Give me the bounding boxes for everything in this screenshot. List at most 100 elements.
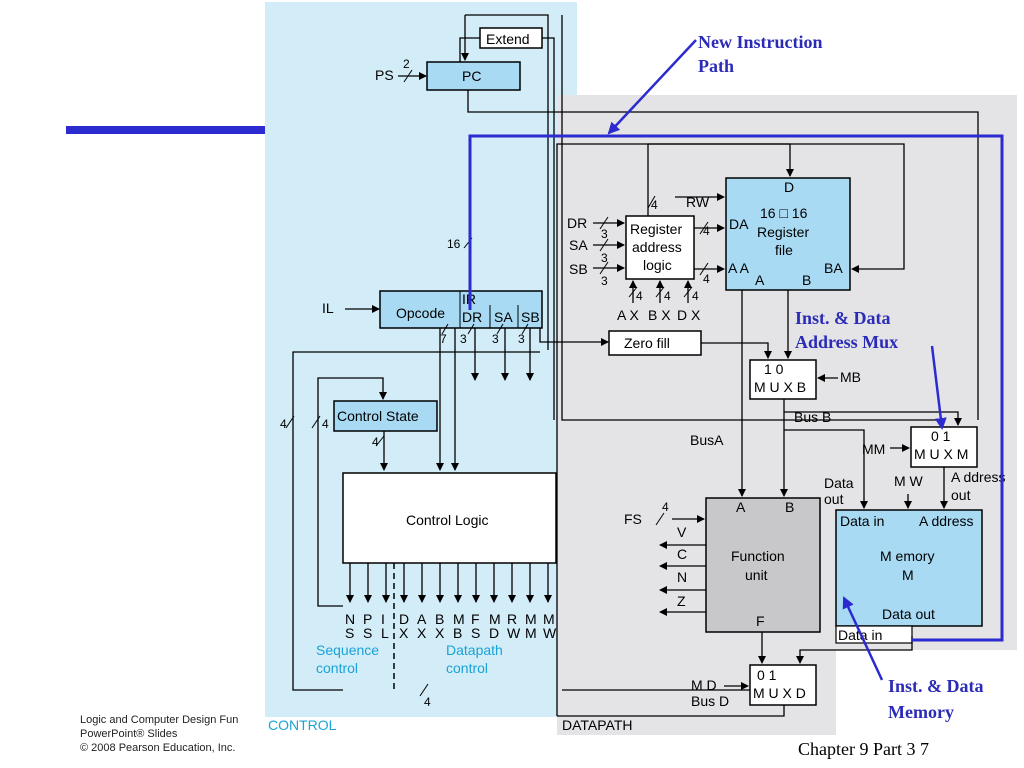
ir-register [379,290,543,329]
control-signal-top-label: A [417,611,427,627]
control-signal-bottom-label: S [363,625,372,641]
rf-line2: file [775,242,793,258]
control-signal-top-label: P [363,611,372,627]
control-signal-bottom-label: S [345,625,354,641]
mw-label: M W [894,473,924,489]
ral-line2: address [632,239,682,255]
mux-d [749,664,817,706]
new-instruction-path-label-2: Path [698,56,734,76]
new-instruction-path [468,134,1004,642]
sequence-control-line2: control [316,660,358,676]
memory-label-1: Inst. & Data [888,676,984,696]
address-out-line2: out [951,487,971,503]
il-label: IL [322,300,334,316]
fu-line1: Function [731,548,785,564]
zero-fill-block [608,330,702,356]
control-signal-top-label: R [507,611,517,627]
mem-data-in-bottom-box [835,625,913,644]
mux-b-label: M U X B [754,379,806,395]
datapath-control-line2: control [446,660,488,676]
width-3a: 3 [460,332,467,346]
fs-label: FS [624,511,642,527]
opcode-label: Opcode [396,305,445,321]
new-instruction-path-label-1: New Instruction [698,32,823,52]
control-signal-top-label: M [525,611,537,627]
rf-aa-port: A A [728,260,750,276]
control-signal-top-label: M [543,611,555,627]
mux-b-inputs: 1 0 [764,361,784,377]
width-7: 7 [440,332,447,346]
ir-width: 16 [447,237,461,251]
ir-dr-label: DR [462,309,482,325]
mux-d-label: M U X D [753,685,806,701]
sa-width: 3 [601,251,608,265]
mux-b [749,359,817,400]
footer-line1: Logic and Computer Design Fun [80,714,238,726]
flag-v: V [677,524,687,540]
control-signal-bottom-label: X [435,625,445,641]
slide-title-bar [66,126,265,134]
rf-da-port: DA [729,216,749,232]
control-signal-top-label: F [471,611,480,627]
address-out-line1: A ddress [951,469,1005,485]
memory-block [835,509,983,627]
rf-ba-port: BA [824,260,843,276]
width-4-da: 4 [703,224,710,238]
dr-width: 3 [601,227,608,241]
extend-label: Extend [486,31,530,47]
mem-line1: M emory [880,548,934,564]
control-signal-bottom-label: B [453,625,462,641]
bx-label: B X [648,307,671,323]
rf-a-port: A [755,272,765,288]
address-mux-label-2: Address Mux [795,332,898,352]
datapath-control-line1: Datapath [446,642,503,658]
control-signal-top-label: I [381,611,385,627]
fu-a-port: A [736,499,746,515]
data-out-line1: Data [824,475,854,491]
data-out-line2: out [824,491,844,507]
control-state-label: Control State [337,408,419,424]
footer-line3: © 2008 Pearson Education, Inc. [80,742,235,754]
width-4-aa: 4 [703,272,710,286]
bus-b-label: Bus B [794,409,831,425]
width-4-ax: 4 [636,289,643,303]
width-4-top: 4 [651,198,658,212]
control-signal-bottom-label: X [399,625,409,641]
flag-n: N [677,569,687,585]
control-signal-bottom-label: M [525,625,537,641]
control-signal-top-label: M [489,611,501,627]
control-signal-bottom-label: S [471,625,480,641]
fu-f-port: F [756,613,765,629]
control-signal-top-label: M [453,611,465,627]
pc-label: PC [462,68,481,84]
mux-m-inputs: 0 1 [931,428,951,444]
dx-label: D X [677,307,701,323]
width-4d: 4 [424,695,431,709]
fs-width: 4 [662,500,669,514]
control-signal-bottom-label: D [489,625,499,641]
ps-width: 2 [403,57,410,71]
width-4-dx: 4 [692,289,699,303]
flag-z: Z [677,593,686,609]
control-logic-label: Control Logic [406,512,489,528]
function-unit [705,497,821,633]
width-4b: 4 [322,417,329,431]
width-4a: 4 [280,417,287,431]
md-label: M D [691,677,717,693]
rf-d-port: D [784,179,794,195]
control-state-register [333,400,438,432]
width-3b: 3 [492,332,499,346]
control-signal-bottom-label: W [543,625,557,641]
mb-label: MB [840,369,861,385]
sb-width: 3 [601,274,608,288]
ir-sb-label: SB [521,309,540,325]
mux-m-label: M U X M [914,446,968,462]
chapter-label: Chapter 9 Part 3 7 [798,739,929,759]
control-logic-block [342,472,557,564]
zero-fill-label: Zero fill [624,335,670,351]
pc-register [426,61,521,91]
width-3c: 3 [518,332,525,346]
control-region-label: CONTROL [268,717,337,733]
control-signal-bottom-label: X [417,625,427,641]
